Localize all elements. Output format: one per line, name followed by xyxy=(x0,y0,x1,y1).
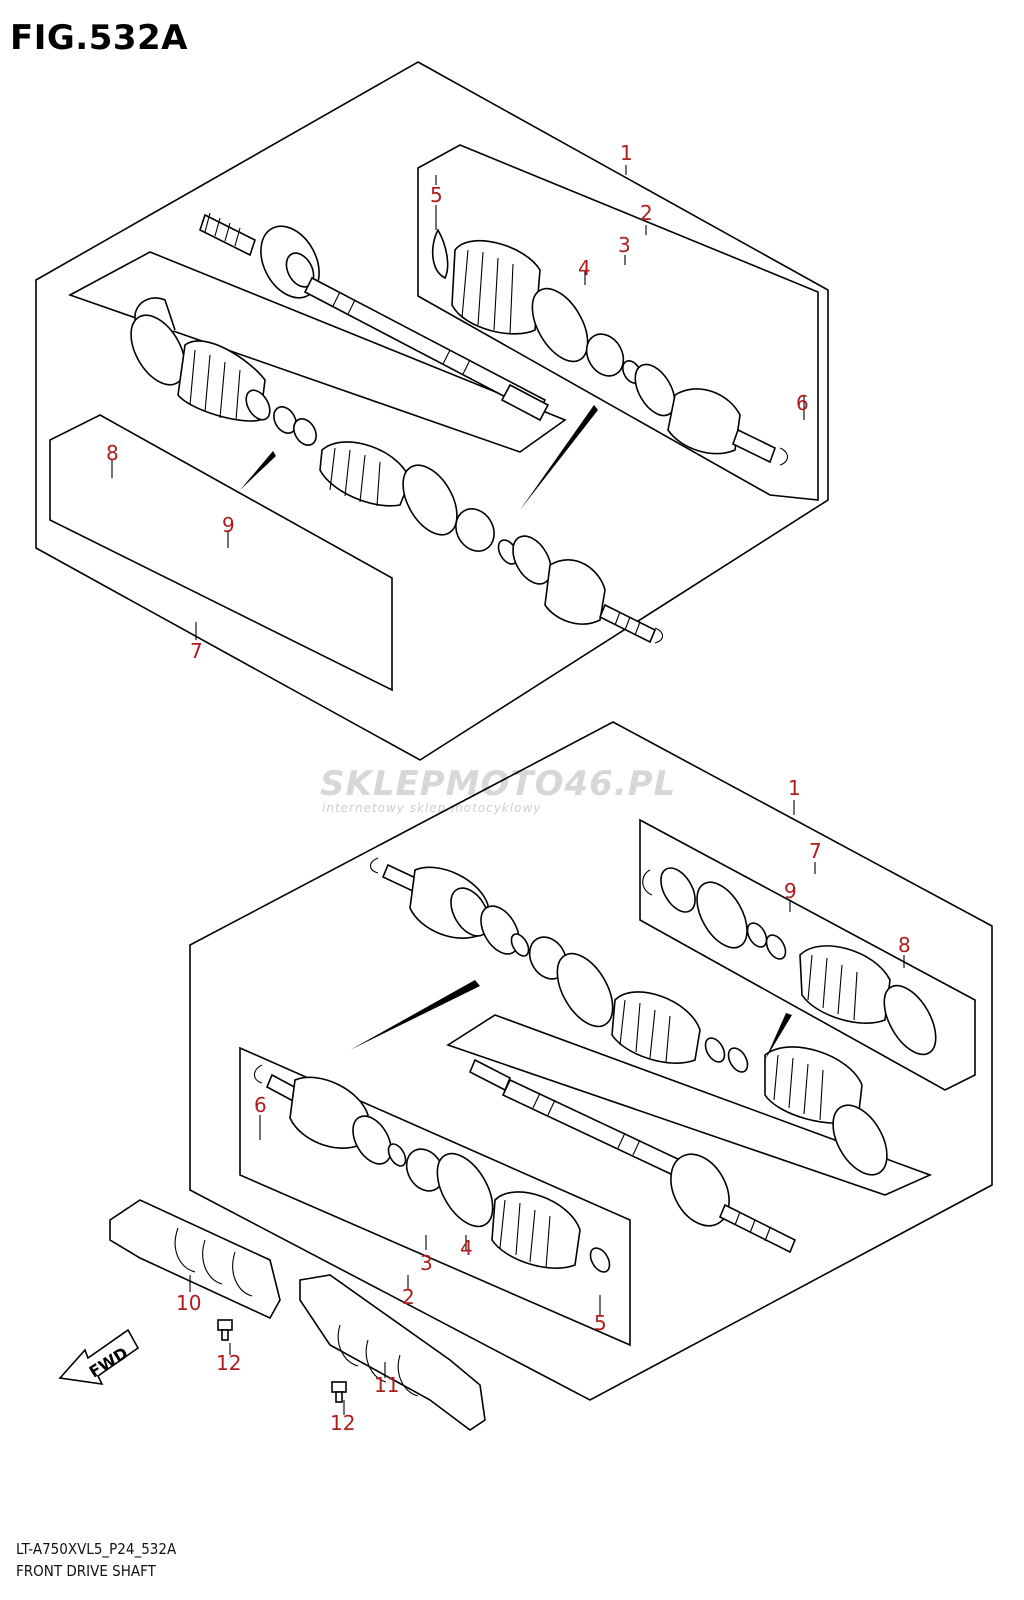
watermark-brand: SKLEPMOTO46.PL xyxy=(320,764,676,804)
upper-boot-b xyxy=(319,441,411,507)
callout-6: 6 xyxy=(796,391,809,415)
upper-boot-kit-frame xyxy=(49,414,393,692)
guard-left xyxy=(109,1199,281,1320)
callout-12: 12 xyxy=(330,1411,355,1435)
callout-2: 2 xyxy=(402,1285,415,1309)
callout-9: 9 xyxy=(784,879,797,903)
lower-outer-frame xyxy=(189,721,993,1401)
callout-12: 12 xyxy=(216,1351,241,1375)
upper-axle-frame xyxy=(68,251,567,453)
upper-left-boot-group xyxy=(130,297,664,644)
callout-6: 6 xyxy=(254,1093,267,1117)
callout-1: 1 xyxy=(788,776,801,800)
callout-2: 2 xyxy=(640,201,653,225)
upper-outer-joint xyxy=(544,559,606,625)
callout-3: 3 xyxy=(420,1251,433,1275)
figure-name: FRONT DRIVE SHAFT xyxy=(16,1562,156,1580)
lower-assembly: FWD 1 7 9 8 6 3 4 2 5 10 12 11 12 xyxy=(58,721,993,1435)
callout-3: 3 xyxy=(618,233,631,257)
pointer-wedge xyxy=(765,1013,792,1060)
upper-kit-frame xyxy=(417,144,819,501)
callout-7: 7 xyxy=(190,639,203,663)
lower-axle-joint xyxy=(670,1153,730,1227)
callout-7: 7 xyxy=(809,839,822,863)
pointer-wedge xyxy=(240,451,276,490)
figure-title: FIG.532A xyxy=(10,18,188,58)
watermark-tagline: internetowy sklep motocyklowy xyxy=(322,801,541,815)
fwd-direction-badge: FWD xyxy=(58,1328,140,1386)
callout-1: 1 xyxy=(620,141,633,165)
callout-10: 10 xyxy=(176,1291,201,1315)
lower-boot-a xyxy=(611,991,701,1064)
lower-kit-parts xyxy=(642,867,937,1056)
lower-axle-frame xyxy=(446,1014,933,1196)
upper-axle-shaft xyxy=(199,212,550,422)
guard-right xyxy=(299,1274,486,1431)
upper-axle-splined-end xyxy=(199,213,256,257)
bolt-12-a xyxy=(217,1319,233,1341)
watermark: SKLEPMOTO46.PL internetowy sklep motocyk… xyxy=(320,764,676,815)
callout-4: 4 xyxy=(578,256,591,280)
callout-5: 5 xyxy=(594,1311,607,1335)
callout-11: 11 xyxy=(374,1373,399,1397)
lower-boot-kit-boot xyxy=(491,1191,581,1269)
callout-5: 5 xyxy=(430,183,443,207)
callout-8: 8 xyxy=(898,933,911,957)
upper-kit-parts xyxy=(431,228,789,466)
pointer-wedge xyxy=(520,405,598,510)
lower-axle-shaft xyxy=(468,1046,888,1254)
bolt-12-b xyxy=(331,1381,347,1403)
lower-kit-boot xyxy=(799,945,891,1024)
callout-9: 9 xyxy=(222,513,235,537)
upper-cage xyxy=(455,508,495,552)
figure-code: LT-A750XVL5_P24_532A xyxy=(16,1540,177,1558)
lower-kit-frame xyxy=(639,818,976,1091)
callout-8: 8 xyxy=(106,441,119,465)
lower-joint-row xyxy=(369,857,749,1073)
upper-outer-frame xyxy=(35,61,829,761)
pointer-wedge xyxy=(350,980,480,1050)
callout-4: 4 xyxy=(460,1236,473,1260)
lower-boot-kit-frame xyxy=(239,1046,631,1347)
lower-boot-kit-parts xyxy=(253,1064,611,1273)
upper-assembly: 1 2 3 4 5 6 7 8 9 xyxy=(35,61,829,761)
